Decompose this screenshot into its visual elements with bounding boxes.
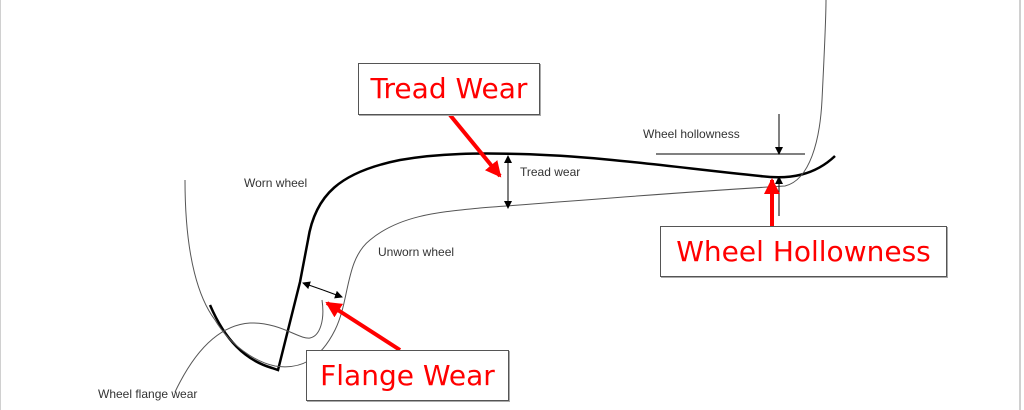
flange-wear-callout: Flange Wear xyxy=(306,350,509,401)
wheel-flange-wear-label: Wheel flange wear xyxy=(98,387,197,401)
tread-wear-callout: Tread Wear xyxy=(358,63,540,115)
worn-wheel-profile xyxy=(208,152,836,372)
unworn-wheel-profile xyxy=(184,0,827,368)
flange-wear-callout-arrow xyxy=(325,301,402,352)
unworn-wheel-label: Unworn wheel xyxy=(378,245,454,259)
flange-wear-curve xyxy=(174,299,324,393)
wheel-hollowness-label: Wheel hollowness xyxy=(643,127,740,141)
worn-wheel-label: Worn wheel xyxy=(244,176,307,190)
flange-wear-dimension xyxy=(302,281,324,291)
tread-wear-label: Tread wear xyxy=(520,165,580,179)
wheel-hollowness-callout: Wheel Hollowness xyxy=(660,226,947,277)
flange-wear-dimension-right xyxy=(322,289,343,299)
tread-wear-callout-arrow xyxy=(448,113,502,178)
